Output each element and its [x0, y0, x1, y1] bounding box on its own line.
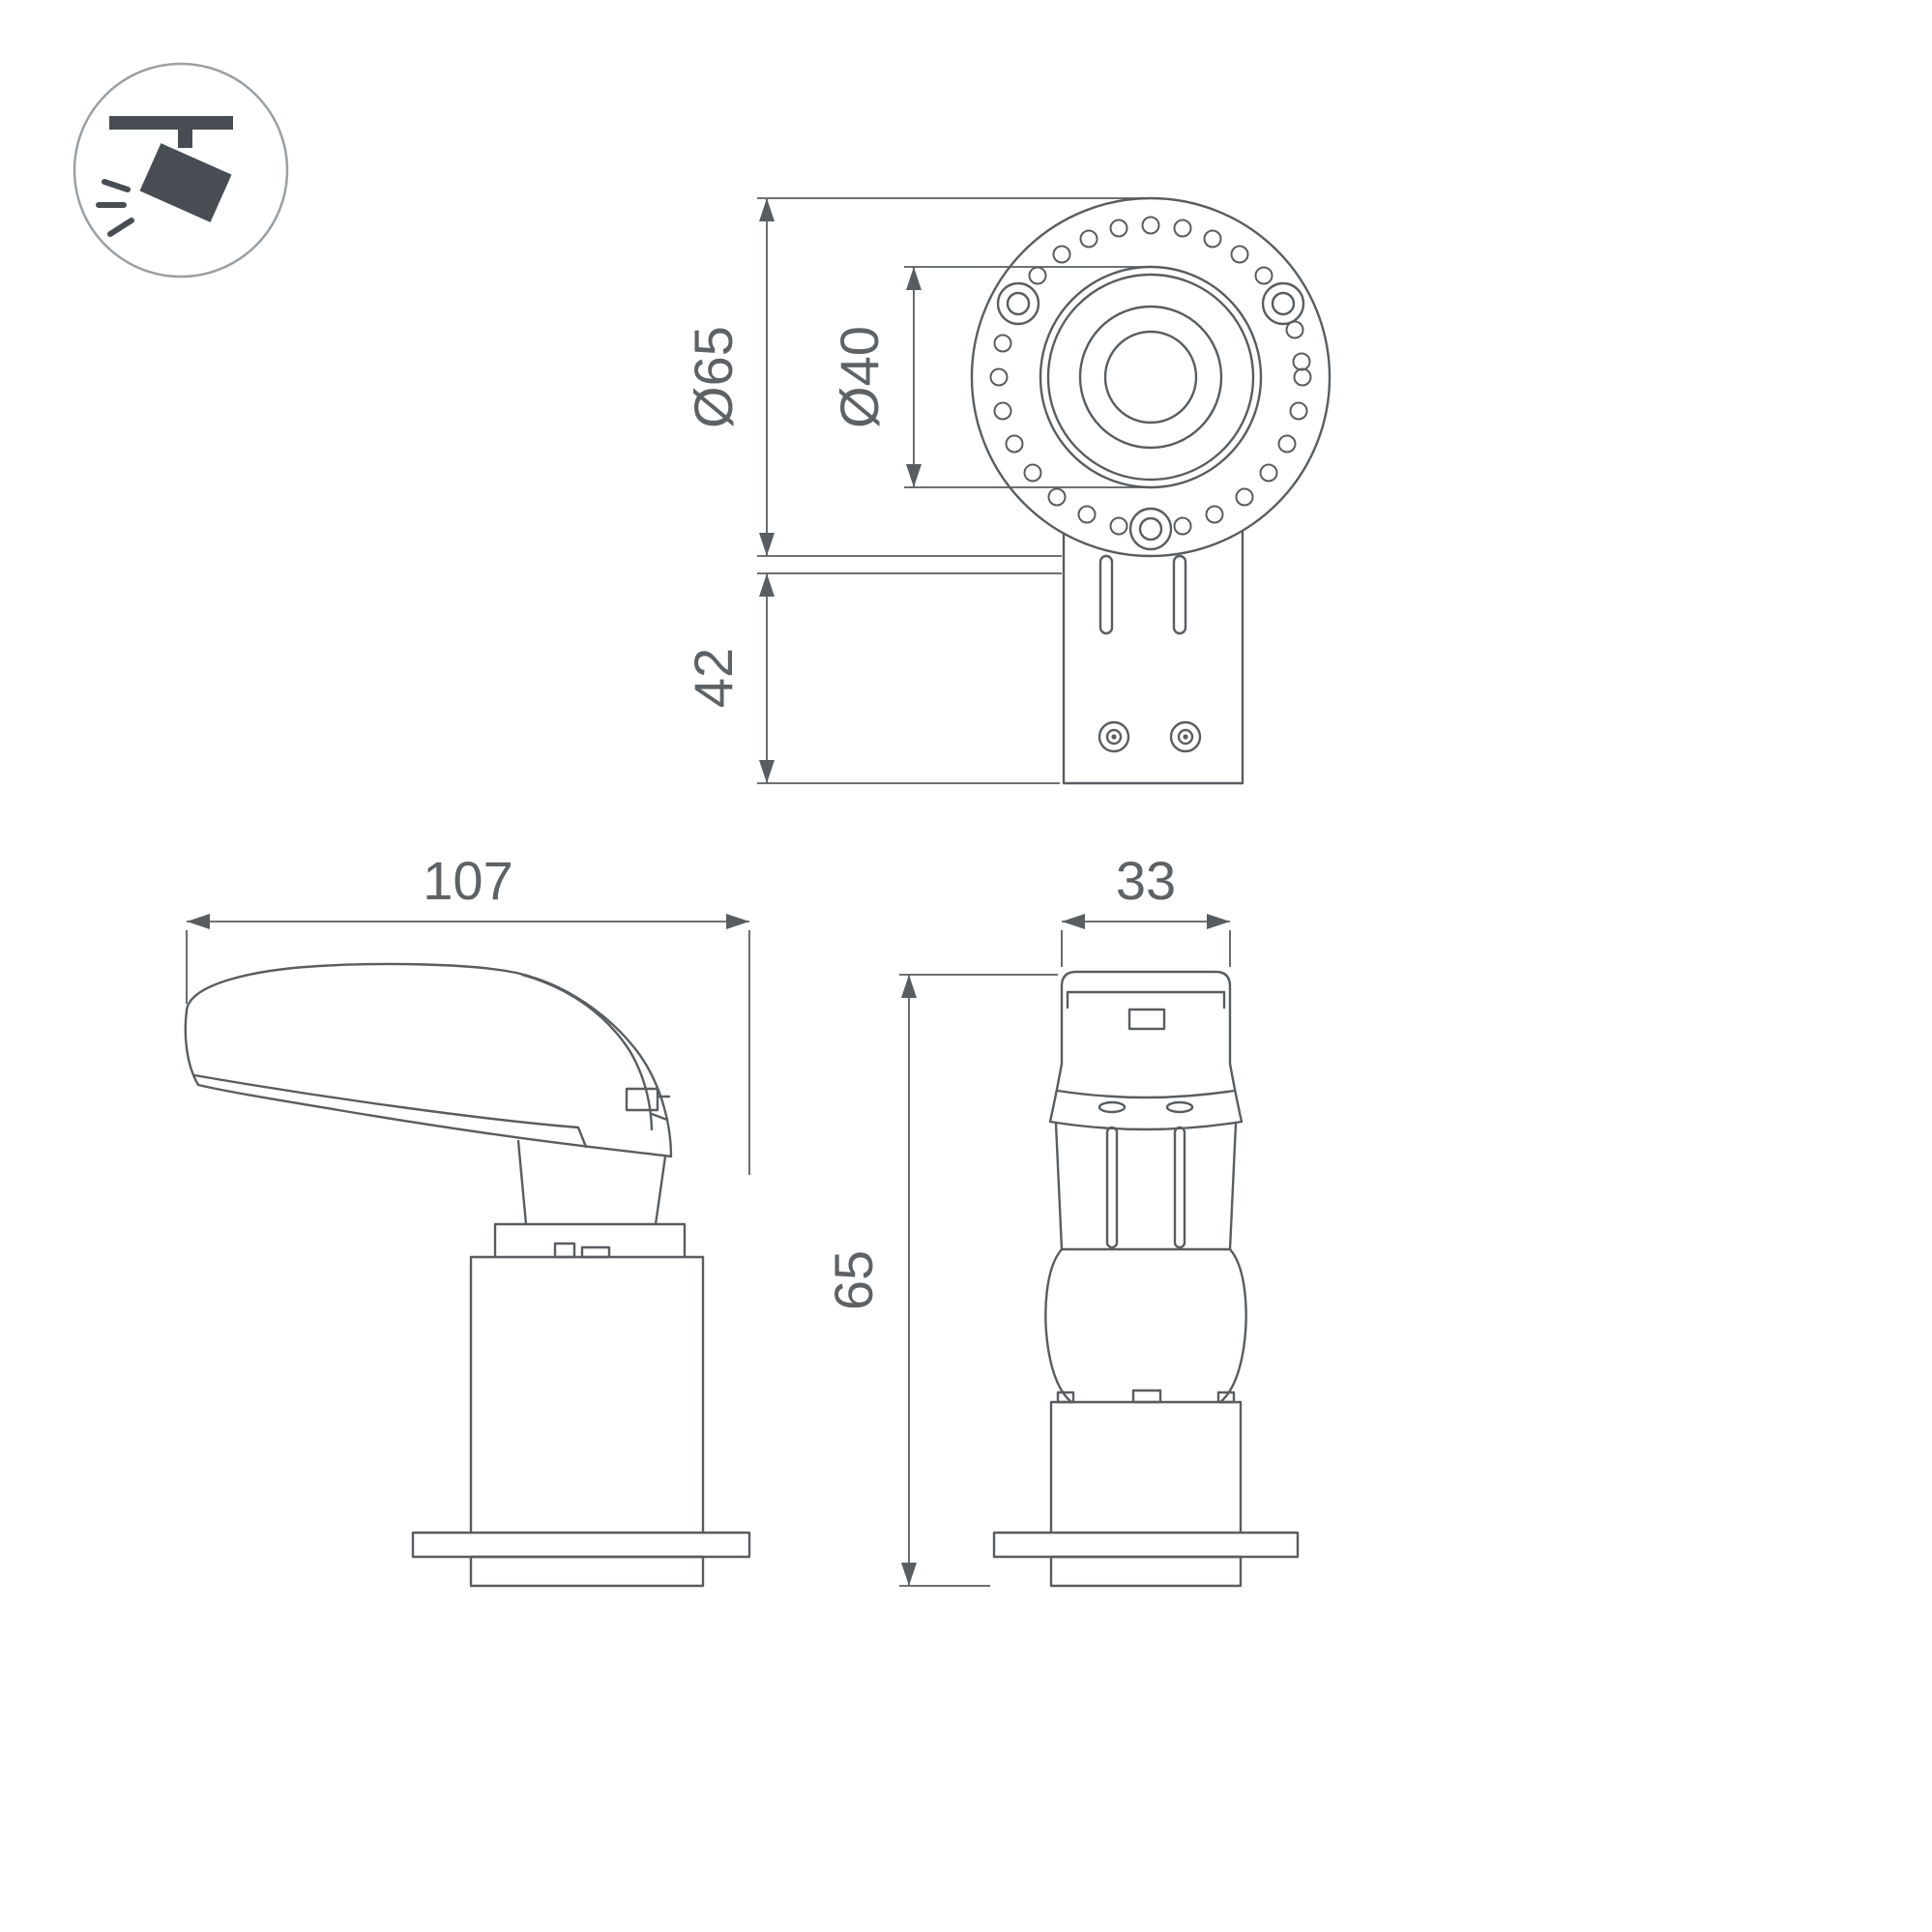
body-bowl-front: [1044, 1247, 1247, 1404]
dim-label-inner-diameter: Ø40: [829, 326, 890, 428]
bracket-screw-left: [1098, 720, 1130, 753]
dim-outer-diameter: Ø65: [683, 197, 1147, 557]
recessed-base-side: [411, 1139, 751, 1588]
base-clip-a: [553, 1242, 576, 1259]
trim-flange: [411, 1531, 751, 1559]
dim-recess-depth: 42: [683, 572, 1062, 784]
ceiling-track-icon: [109, 116, 233, 130]
icon-stem: [178, 129, 192, 148]
mounting-holes: [989, 216, 1312, 536]
trim-lip: [469, 1555, 705, 1588]
light-rays-icon: [96, 179, 134, 237]
shade-slot-right: [1165, 1100, 1194, 1114]
lamp-head-side: [184, 962, 673, 1158]
bracket-slot-left: [1098, 554, 1114, 635]
spot-head-icon: [139, 143, 232, 222]
head-latch: [1127, 1008, 1166, 1031]
front-view: 33 65: [823, 850, 1300, 1588]
top-view: Ø65 Ø40 42: [683, 196, 1332, 785]
dim-inner-diameter: Ø40: [829, 266, 1147, 488]
dim-label-outer-diameter: Ø65: [683, 326, 744, 428]
dim-label-recess-depth: 42: [683, 648, 744, 708]
dim-label-width: 33: [1116, 850, 1176, 911]
trim-flange-front: [992, 1531, 1300, 1559]
screw-holes: [996, 281, 1305, 551]
head-shell-line: [520, 973, 654, 1131]
base-clip-b: [580, 1245, 611, 1259]
dim-label-height: 65: [823, 1250, 884, 1310]
base-clip-right: [1216, 1390, 1236, 1404]
dim-width: 33: [1061, 850, 1231, 967]
head-rim-line: [192, 1073, 588, 1149]
neck: [516, 1139, 667, 1226]
dim-height: 65: [823, 974, 1058, 1587]
bracket-screw-right: [1169, 720, 1202, 753]
base-block: [469, 1255, 705, 1535]
dim-label-length: 107: [423, 850, 512, 911]
shade-slot-left: [1098, 1100, 1127, 1114]
fixture-face-circles: [970, 196, 1332, 558]
yoke-front: [1054, 1122, 1238, 1251]
hinge-detail: [625, 1087, 659, 1112]
yoke-slot-right: [1173, 1126, 1186, 1249]
lamp-head-front: [1048, 970, 1244, 1131]
mounting-bracket: [1062, 529, 1244, 785]
bracket-slot-right: [1172, 554, 1187, 635]
base-clip-left: [1056, 1390, 1075, 1404]
head-shade: [1048, 1062, 1244, 1131]
hinge-detail-lines: [650, 1095, 671, 1122]
dim-length: 107: [186, 850, 750, 1175]
collar: [493, 1222, 687, 1259]
head-cover-line: [1066, 990, 1226, 1010]
spotlight-type-icon: [73, 62, 289, 278]
side-view: 107: [184, 850, 751, 1588]
yoke-slot-left: [1105, 1126, 1119, 1249]
trim-lip-front: [1049, 1555, 1243, 1588]
recessed-base-front: [992, 1389, 1300, 1588]
icon-circle-border: [73, 62, 289, 278]
base-clip-center: [1131, 1389, 1162, 1404]
